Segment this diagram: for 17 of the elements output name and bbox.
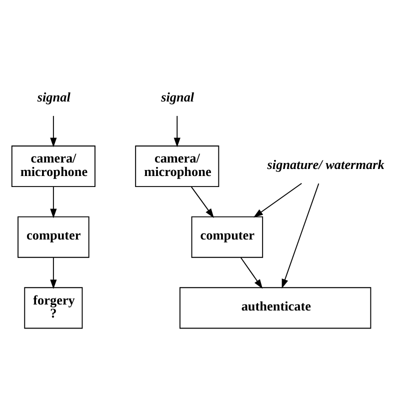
node-text: signature/ watermark xyxy=(267,156,384,172)
arrow xyxy=(50,115,57,148)
node-box: camera/ microphone xyxy=(135,146,220,188)
node-box: forgery ? xyxy=(24,287,83,329)
node-text: signal xyxy=(37,89,70,104)
arrow xyxy=(50,257,57,290)
node-box: authenticate xyxy=(180,287,372,329)
arrow xyxy=(190,186,214,218)
arrow xyxy=(282,183,320,289)
arrow xyxy=(240,257,263,289)
node-box: camera/ microphone xyxy=(11,146,96,188)
node-box: computer xyxy=(18,216,90,258)
arrow xyxy=(50,186,57,218)
arrow xyxy=(254,182,302,218)
node-box: computer xyxy=(191,216,264,258)
node-text: signal xyxy=(161,89,194,104)
arrow xyxy=(174,115,180,148)
